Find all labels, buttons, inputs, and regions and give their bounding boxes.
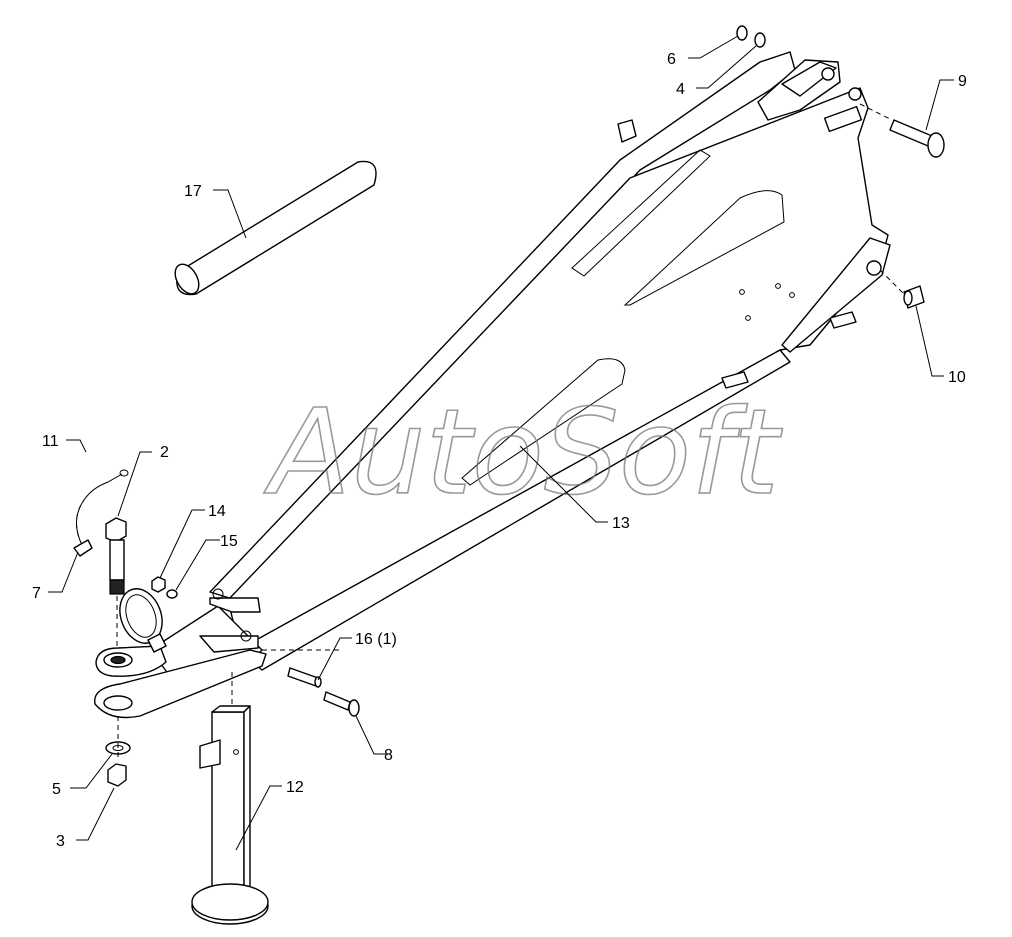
nut-part-3 [107, 716, 127, 787]
callout-7: 7 [32, 585, 41, 602]
washer-part-15 [166, 589, 178, 599]
callout-14: 14 [208, 503, 226, 520]
boom-frame-part-13 [149, 51, 891, 677]
chain-part-11 [76, 469, 129, 546]
ring-part-4 [754, 32, 766, 48]
callout-5: 5 [52, 781, 61, 798]
bushing-part-10 [879, 269, 925, 309]
clip-part-7 [73, 539, 93, 557]
bolt-part-8 [323, 691, 360, 717]
pin-part-16 [287, 667, 322, 688]
callout-9: 9 [958, 73, 967, 90]
stand-leg-part-12 [191, 672, 269, 925]
lifting-ring [119, 588, 167, 653]
callout-13: 13 [612, 515, 630, 532]
callout-15: 15 [220, 533, 238, 550]
callout-8: 8 [384, 747, 393, 764]
tube-part-17 [174, 160, 377, 296]
callout-6: 6 [667, 51, 676, 68]
ring-part-6 [736, 25, 748, 41]
bushing-top [617, 119, 637, 143]
callout-4: 4 [676, 81, 685, 98]
bolt-part-2 [105, 517, 127, 650]
callout-3: 3 [56, 833, 65, 850]
nut-part-14 [151, 576, 166, 593]
watermark-text: AutoSoft [263, 383, 783, 521]
callout-12: 12 [286, 779, 304, 796]
callout-10: 10 [948, 369, 966, 386]
pin-part-9 [859, 103, 945, 158]
callout-16: 16 (1) [355, 631, 397, 648]
callout-leaders [48, 35, 954, 851]
callout-17: 17 [184, 183, 202, 200]
callout-2: 2 [160, 444, 169, 461]
callout-labels: 17 2 11 7 14 15 5 3 12 8 16 (1) 13 6 4 9… [32, 51, 967, 850]
pivot-assembly [94, 645, 267, 719]
callout-11: 11 [42, 433, 59, 450]
